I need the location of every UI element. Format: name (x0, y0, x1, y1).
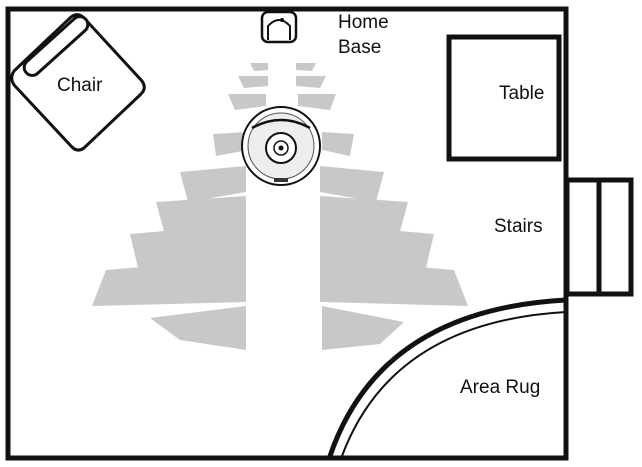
beam-right-3 (298, 94, 336, 110)
beam-left-2 (238, 76, 268, 88)
beam-right-1 (296, 63, 316, 71)
signal-beams (92, 63, 468, 350)
beam-right-5 (320, 166, 384, 202)
area-rug-label: Area Rug (460, 377, 540, 398)
beam-left-5 (180, 166, 246, 202)
chair-back (22, 15, 90, 77)
stairs-label: Stairs (494, 216, 543, 237)
beam-right-4 (322, 132, 354, 156)
chair-label: Chair (57, 75, 103, 96)
beam-left-1 (250, 63, 268, 71)
chair (10, 13, 146, 152)
beam-right-2 (296, 76, 326, 88)
table-label: Table (499, 83, 544, 104)
beam-left-8 (92, 258, 246, 306)
stairs (564, 177, 634, 297)
beam-right-8 (320, 258, 468, 306)
beam-down-left (150, 306, 246, 350)
beam-left-4 (213, 132, 248, 156)
robot-vacuum-icon (241, 106, 321, 186)
beam-left-3 (228, 94, 266, 110)
beam-down-right (322, 306, 404, 350)
area-rug (327, 297, 567, 457)
home-base-label-line1: Home (338, 12, 389, 33)
room-wall (5, 6, 569, 461)
table (446, 34, 562, 162)
dock-icon (260, 10, 298, 44)
home-base-label-line2: Base (338, 37, 381, 58)
